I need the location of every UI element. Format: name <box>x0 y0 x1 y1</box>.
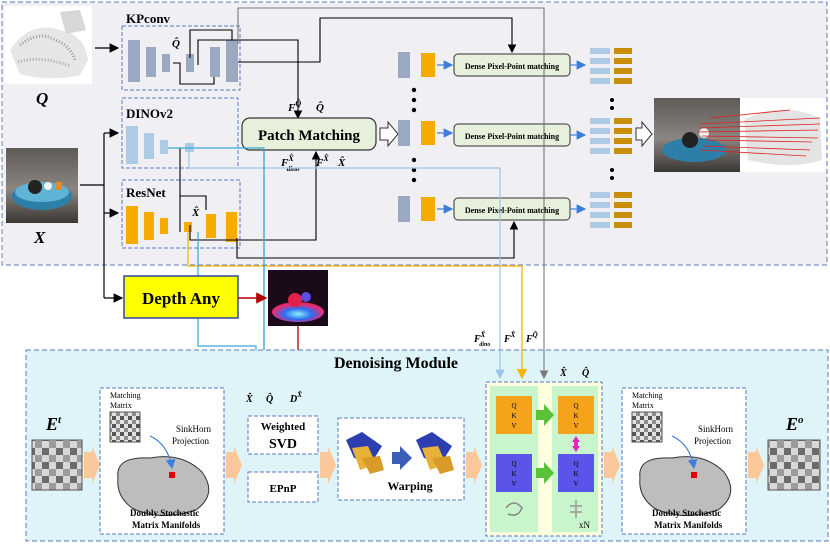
denoising-title: Denoising Module <box>334 355 458 372</box>
proj-right-manifold-1: Doubly Stochastic <box>652 508 721 518</box>
proj-left-matrix-2: Matrix <box>110 401 132 410</box>
tf-q-hat: Q̂ <box>582 366 589 379</box>
matching-result-image <box>654 98 826 172</box>
proj-left-manifold-2: Matrix Manifolds <box>132 520 201 530</box>
depth-map-image <box>268 270 328 326</box>
tf-k3: K <box>573 412 578 420</box>
kpconv-q-hat: Q̂ <box>172 37 180 50</box>
tf-q3: Q <box>573 402 578 410</box>
proj-right-manifold-2: Matrix Manifolds <box>654 520 723 530</box>
kpconv-block <box>121 25 241 91</box>
tf-v1: V <box>511 422 516 430</box>
query-pointcloud-image <box>4 6 92 84</box>
tf-k2: K <box>511 470 516 478</box>
warping-hand-target <box>416 432 454 474</box>
output-stack-2 <box>590 118 632 154</box>
e-o-matrix <box>767 439 821 491</box>
tf-q4: Q <box>573 460 578 468</box>
resnet-block <box>121 179 241 249</box>
tf-q1: Q <box>511 402 516 410</box>
patch-f-dino: FX̂dino <box>280 153 300 173</box>
denoise-f-q: FQ̂ <box>525 331 538 345</box>
svd-d: DX̂ <box>289 391 302 405</box>
tf-k4: K <box>573 470 578 478</box>
tf-v2: V <box>511 480 516 488</box>
depth-any-label: Depth Any <box>142 289 220 308</box>
proj-right-sinkhorn: SinkHorn <box>698 424 734 434</box>
proj-right-projection: Projection <box>694 436 731 446</box>
e-o-label: Eo <box>785 414 804 434</box>
svd-x-hat: X̂ <box>245 392 253 405</box>
e-t-label: Et <box>45 414 62 434</box>
proj-right-matrix-1: Matching <box>632 391 663 400</box>
patch-q-hat: Q̂ <box>316 101 324 114</box>
resnet-x-hat: X̂ <box>191 206 200 219</box>
weighted-svd-block <box>247 415 319 455</box>
patch-x-hat: X̂ <box>337 156 346 169</box>
resnet-title: ResNet <box>126 185 166 200</box>
tf-v4: V <box>573 480 578 488</box>
denoise-f-x: FX̂ <box>503 331 516 345</box>
patch-matching-block <box>241 117 377 151</box>
output-stack-1 <box>590 48 632 84</box>
warping-hand-source <box>346 432 384 474</box>
proj-left-sinkhorn: SinkHorn <box>176 424 212 434</box>
svd-label: SVD <box>269 437 297 452</box>
proj-left-projection: Projection <box>172 436 209 446</box>
denoise-f-dino: FX̂dino <box>473 331 490 348</box>
kpconv-title: KPconv <box>126 11 171 26</box>
e-t-matrix <box>31 439 83 491</box>
dense-matching-2-label: Dense Pixel-Point matching <box>465 132 559 141</box>
scene-image <box>6 148 78 223</box>
proj-left-manifold-1: Doubly Stochastic <box>130 508 199 518</box>
q-label: Q <box>36 89 48 108</box>
tf-q2: Q <box>511 460 516 468</box>
tf-k1: K <box>511 412 516 420</box>
dense-matching-3-label: Dense Pixel-Point matching <box>465 206 559 215</box>
patch-f-q: FQ̂ <box>287 98 301 114</box>
tf-v3: V <box>573 422 578 430</box>
patch-f-x: FX̂ <box>315 153 329 169</box>
depth-any-block <box>123 275 239 319</box>
proj-left-matrix-1: Matching <box>110 391 141 400</box>
weighted-label: Weighted <box>261 421 306 433</box>
x-label: X <box>33 228 46 247</box>
tf-repeat: xN <box>579 520 591 530</box>
dinov2-title: DINOv2 <box>126 106 173 121</box>
warping-label: Warping <box>387 479 432 493</box>
epnp-block <box>247 471 319 503</box>
dense-matching-1-label: Dense Pixel-Point matching <box>465 62 559 71</box>
tf-x-hat: X̂ <box>559 366 567 379</box>
output-stack-3 <box>590 192 632 228</box>
patch-matching-label: Patch Matching <box>258 128 361 144</box>
proj-right-matrix-2: Matrix <box>632 401 654 410</box>
epnp-label: EPnP <box>270 483 297 495</box>
svd-q-hat: Q̂ <box>266 392 273 405</box>
